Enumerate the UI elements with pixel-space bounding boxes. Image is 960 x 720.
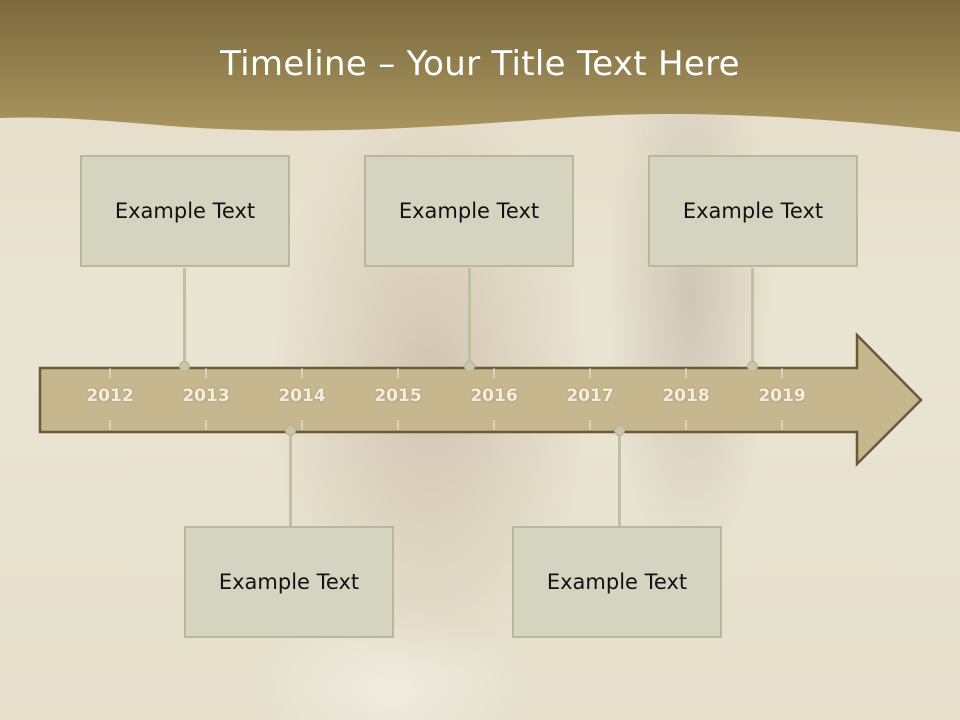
event-text: Example Text [546,570,688,594]
event-marker-dot [179,361,190,372]
event-connector [183,268,186,366]
year-label: 2013 [182,386,230,406]
event-text: Example Text [682,199,824,223]
event-marker-dot [464,361,475,372]
event-marker-dot [614,425,625,436]
event-connector [751,268,754,366]
arrow-shape [38,331,923,468]
event-box-2016[interactable]: Example Text [364,155,574,267]
event-marker-dot [747,361,758,372]
event-connector [468,268,471,366]
event-marker-dot [285,425,296,436]
year-label: 2016 [470,386,518,406]
event-text: Example Text [398,199,540,223]
year-label: 2014 [278,386,326,406]
slide-title: Timeline – Your Title Text Here [220,44,740,84]
event-connector [618,430,621,527]
year-label: 2012 [86,386,134,406]
event-box-2019[interactable]: Example Text [648,155,858,267]
event-connector [289,430,292,527]
event-box-2017[interactable]: Example Text [512,526,722,638]
event-text: Example Text [218,570,360,594]
event-text: Example Text [114,199,256,223]
year-label: 2018 [662,386,710,406]
event-box-2013[interactable]: Example Text [80,155,290,267]
year-label: 2015 [374,386,422,406]
year-label: 2019 [758,386,806,406]
event-box-2014[interactable]: Example Text [184,526,394,638]
header-band [0,0,960,132]
year-label: 2017 [566,386,614,406]
